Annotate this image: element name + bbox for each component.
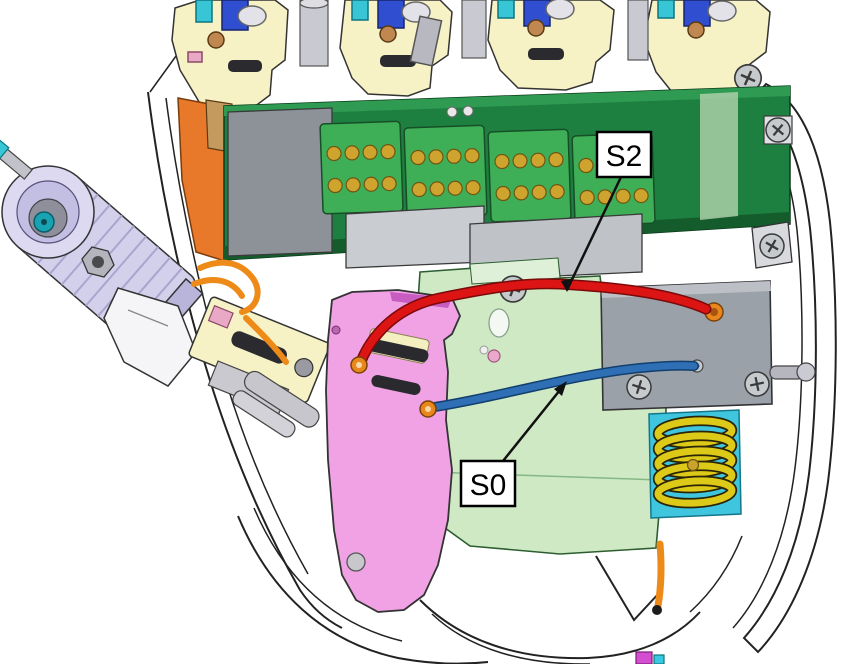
bottom-right-components <box>635 651 665 664</box>
thumb-motor-block <box>188 296 331 438</box>
pcb-shield-module <box>227 107 333 257</box>
blue-wire-s0 <box>423 360 699 413</box>
pcb-connector-block-1 <box>319 120 404 215</box>
callout-s0: S0 <box>459 381 567 508</box>
finger-assembly-2 <box>339 0 453 97</box>
pcb-standoff-blocks <box>345 205 643 281</box>
pcb-connector-block-3 <box>487 128 572 223</box>
shell-notch-mount <box>751 221 793 269</box>
callout-s0-label: S0 <box>470 469 507 502</box>
finger-assembly-3 <box>487 0 615 91</box>
spring-coil <box>652 415 738 509</box>
arrowhead-s0-icon <box>554 381 567 396</box>
wire-ring-terminals <box>350 356 437 418</box>
orange-bottom-wire <box>652 540 665 615</box>
orange-motor-wires <box>191 259 289 365</box>
red-wire-s2 <box>354 278 712 370</box>
cyan-sensor-chip <box>0 136 10 161</box>
pcb-corner-screw-mount <box>759 111 797 149</box>
callout-s2-box <box>595 130 653 179</box>
callout-s2: S2 <box>561 130 653 292</box>
wrist-actuator <box>0 136 204 387</box>
finger-assembly-1 <box>171 0 289 113</box>
actuator-bracket-shell <box>103 287 197 387</box>
spring-assembly <box>648 409 742 519</box>
callout-s2-label: S2 <box>606 140 643 173</box>
arrowhead-s2-icon <box>561 278 574 292</box>
finger-gap-posts <box>299 0 649 67</box>
callout-s0-box <box>459 459 517 508</box>
pcb-connector-block-2 <box>403 124 488 219</box>
